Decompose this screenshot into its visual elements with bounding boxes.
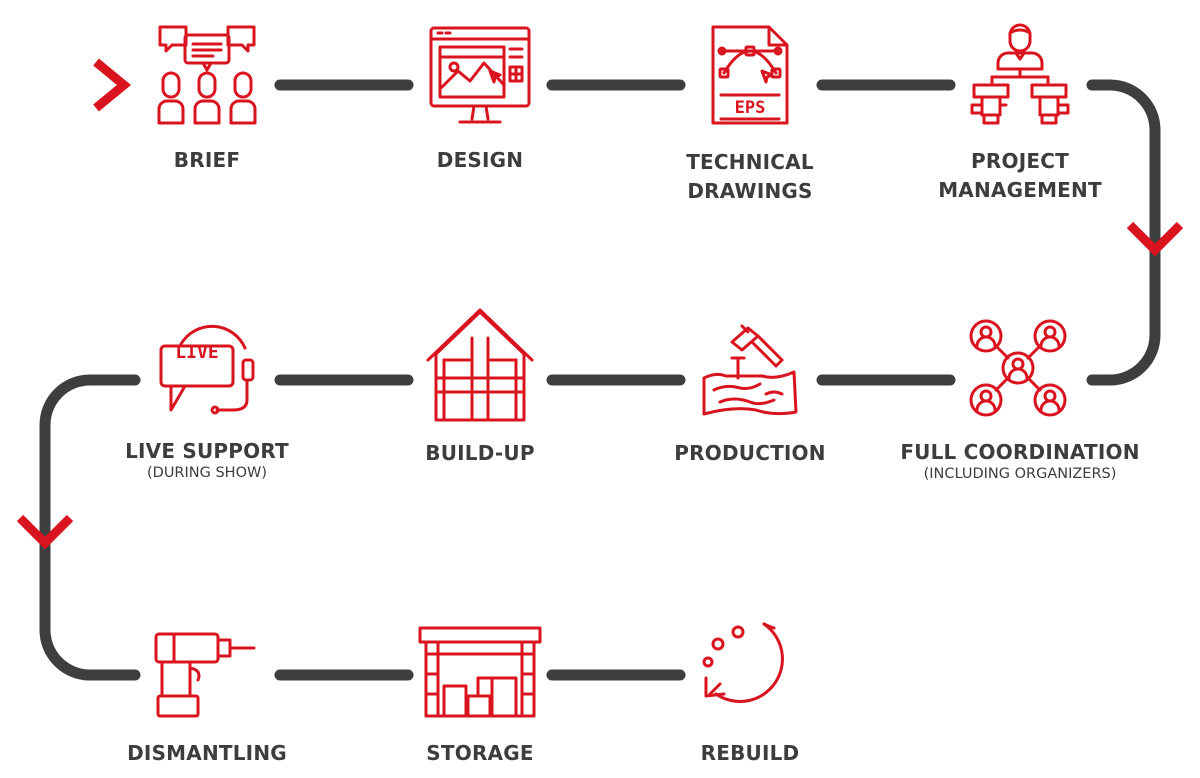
chevron-down-icon: [1126, 221, 1184, 257]
step-label-production: PRODUCTION: [674, 441, 826, 465]
chevron-right-icon: [93, 58, 132, 112]
step-label-project-management: PROJECT MANAGEMENT: [938, 149, 1102, 202]
step-label-brief: BRIEF: [173, 148, 241, 172]
step-label-build-up: BUILD-UP: [425, 441, 535, 465]
org-chart-manager-icon: [970, 23, 1070, 125]
step-label-rebuild: REBUILD: [700, 741, 800, 765]
live-label: LIVE: [175, 342, 218, 363]
live-headset-chat-icon: [159, 324, 255, 415]
step-label-storage: STORAGE: [426, 741, 534, 765]
warehouse-boxes-icon: [418, 626, 542, 718]
flow-markers: [16, 58, 1184, 550]
step-label-dismantling: DISMANTLING: [127, 741, 287, 765]
eps-label: EPS: [735, 98, 766, 118]
power-drill-icon: [154, 632, 256, 718]
step-label-design: DESIGN: [436, 148, 524, 172]
hammer-wood-icon: [702, 324, 798, 416]
monitor-design-app-icon: [429, 26, 531, 124]
step-label-full-coordination: FULL COORDINATION (INCLUDING ORGANIZERS): [900, 440, 1140, 482]
connector-right-loop: [1086, 79, 1161, 386]
connector-lines: [39, 79, 1161, 681]
chevron-down-icon: [16, 514, 74, 550]
meeting-people-chat-icon: [157, 25, 257, 125]
circular-arrow-icon: [702, 622, 784, 703]
house-frame-icon: [426, 308, 534, 422]
eps-vector-file-icon: [711, 25, 789, 125]
network-people-icon: [969, 319, 1067, 417]
step-label-live-support: LIVE SUPPORT (DURING SHOW): [125, 439, 289, 481]
step-label-technical-drawings: TECHNICAL DRAWINGS: [686, 150, 814, 203]
connector-left-loop: [39, 374, 141, 681]
